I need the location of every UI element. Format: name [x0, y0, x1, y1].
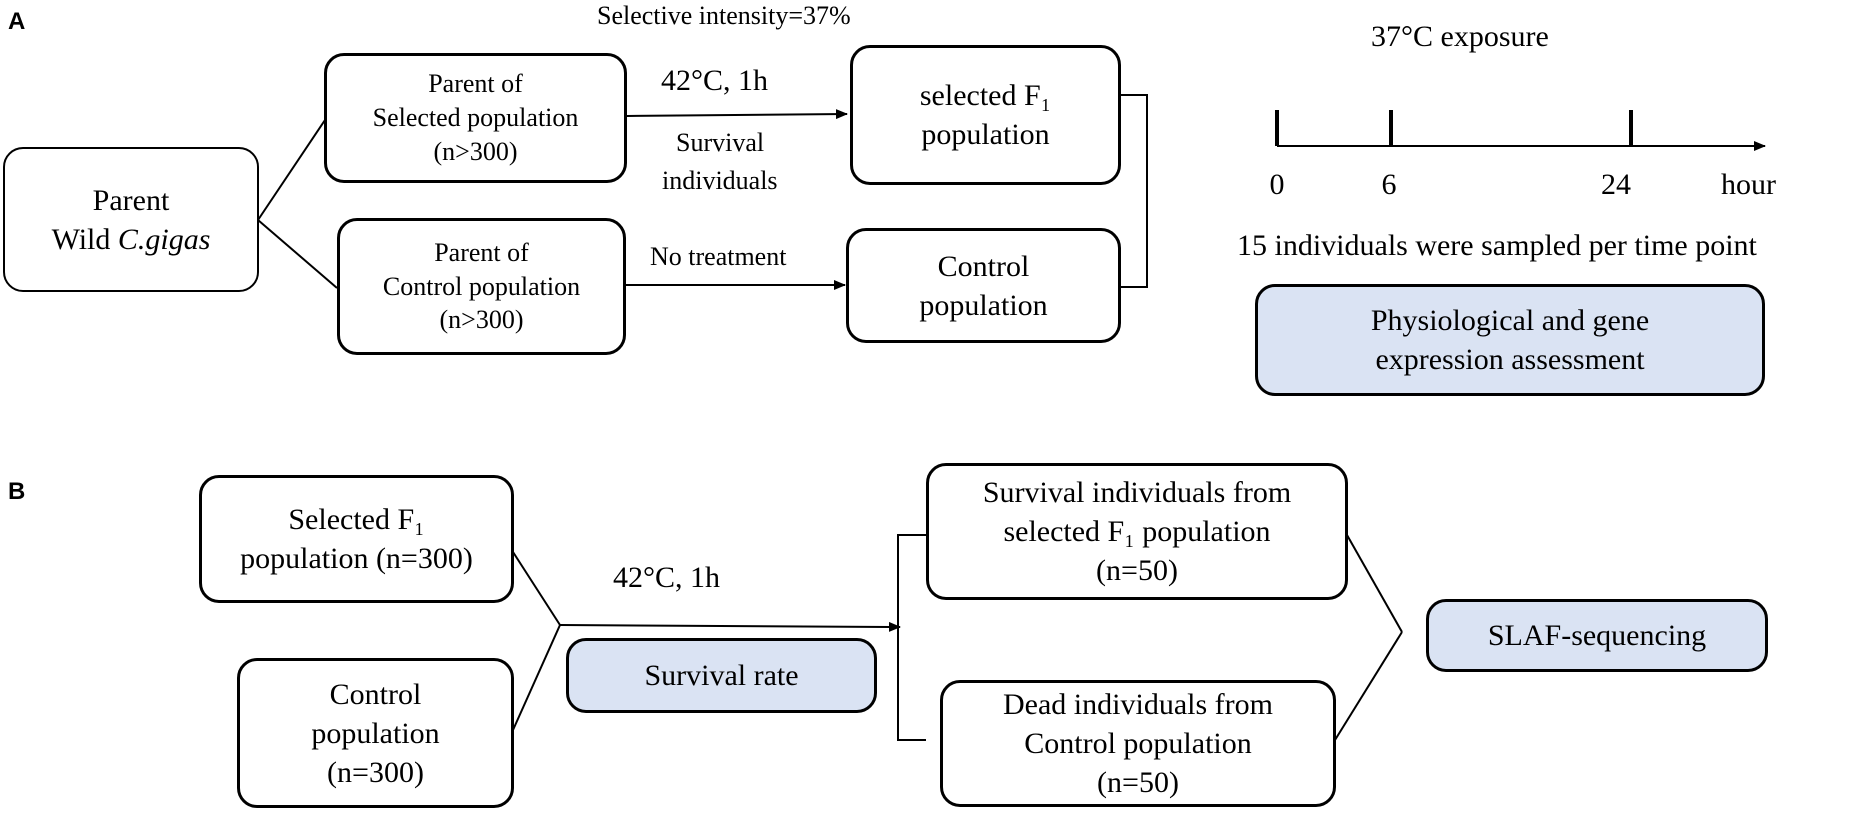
no-treatment-label: No treatment — [650, 242, 787, 271]
dead-line3: (n=50) — [1097, 766, 1179, 799]
control-population-line1: Control — [937, 249, 1030, 283]
selected-parent-line2: Selected population — [372, 103, 579, 133]
arrow-selected-treatment — [626, 109, 848, 120]
bracket-populations — [1120, 94, 1148, 288]
sampling-note: 15 individuals were sampled per time poi… — [1237, 229, 1757, 262]
selected-parent-line3: (n>300) — [433, 136, 518, 166]
edge-wild-to-control — [257, 219, 338, 289]
selected-f1-line2: population — [921, 118, 1050, 151]
timeline-label-6: 6 — [1381, 168, 1397, 201]
edge-control-to-join — [512, 624, 561, 731]
assessment-line2: expression assessment — [1375, 343, 1645, 376]
dead-line2: Control population — [1024, 727, 1252, 760]
control-parent-box: Parent of Control population (n>300) — [337, 218, 626, 355]
treatment-label-b: 42°C, 1h — [613, 561, 721, 594]
assessment-box: Physiological and gene expression assess… — [1255, 284, 1765, 396]
selective-intensity-label: Selective intensity=37% — [597, 1, 851, 30]
control-population-line2: population — [919, 288, 1048, 322]
survival-rate-label: Survival rate — [644, 659, 799, 692]
edge-wild-to-selected — [257, 119, 326, 221]
slaf-sequencing-box: SLAF-sequencing — [1426, 599, 1768, 672]
b-control-line2: population — [311, 716, 440, 750]
edge-selected-f1-to-join — [512, 551, 561, 626]
survivors-line3: (n=50) — [1096, 554, 1178, 587]
species-name: C.gigas — [117, 222, 211, 256]
wild-parent-line1: Parent — [92, 183, 170, 217]
slaf-sequencing-label: SLAF-sequencing — [1487, 619, 1707, 652]
selected-parent-line1: Parent of — [428, 69, 523, 99]
control-parent-line1: Parent of — [434, 237, 529, 267]
timeline-label-0: 0 — [1269, 168, 1285, 201]
survivors-box: Survival individuals from selected F₁ po… — [926, 463, 1348, 600]
treatment-label-a: 42°C, 1h — [661, 64, 769, 97]
assessment-line1: Physiological and gene — [1370, 304, 1650, 337]
exposure-title: 37°C exposure — [1371, 20, 1549, 53]
control-parent-line2: Control population — [382, 271, 581, 301]
panel-a-label: A — [8, 8, 26, 35]
arrow-b-treatment — [559, 621, 901, 632]
panel-b-label: B — [8, 478, 26, 505]
b-control-box: Control population (n=300) — [237, 658, 514, 808]
selected-f1-line1: selected F₁ — [919, 79, 1052, 112]
timeline-unit: hour — [1721, 168, 1776, 201]
dead-line1: Dead individuals from — [1003, 688, 1273, 721]
survival-rate-box: Survival rate — [566, 638, 877, 713]
timeline-label-24: 24 — [1601, 168, 1631, 201]
selected-f1-box: selected F₁ population — [850, 45, 1121, 185]
b-control-line3: (n=300) — [327, 755, 424, 789]
control-parent-line3: (n>300) — [439, 305, 524, 335]
survivors-line2: selected F₁ population — [1003, 515, 1271, 548]
dead-box: Dead individuals from Control population… — [940, 680, 1336, 807]
b-selected-f1-line1: Selected F₁ — [288, 503, 425, 536]
control-population-box: Control population — [846, 228, 1121, 343]
wild-parent-line2: Wild C.gigas — [51, 222, 211, 256]
edge-dead-to-seq — [1334, 631, 1403, 741]
wild-parent-box: Parent Wild C.gigas — [3, 147, 259, 292]
selected-parent-box: Parent of Selected population (n>300) — [324, 53, 627, 183]
edge-survivors-to-seq — [1346, 534, 1403, 633]
survival-label-line2: individuals — [662, 166, 778, 195]
b-selected-f1-box: Selected F₁ population (n=300) — [199, 475, 514, 603]
survivors-line1: Survival individuals from — [982, 476, 1292, 509]
survival-label-line1: Survival — [676, 128, 765, 157]
bracket-outcomes — [897, 534, 926, 741]
b-control-line1: Control — [329, 677, 422, 711]
b-selected-f1-line2: population (n=300) — [240, 542, 473, 575]
